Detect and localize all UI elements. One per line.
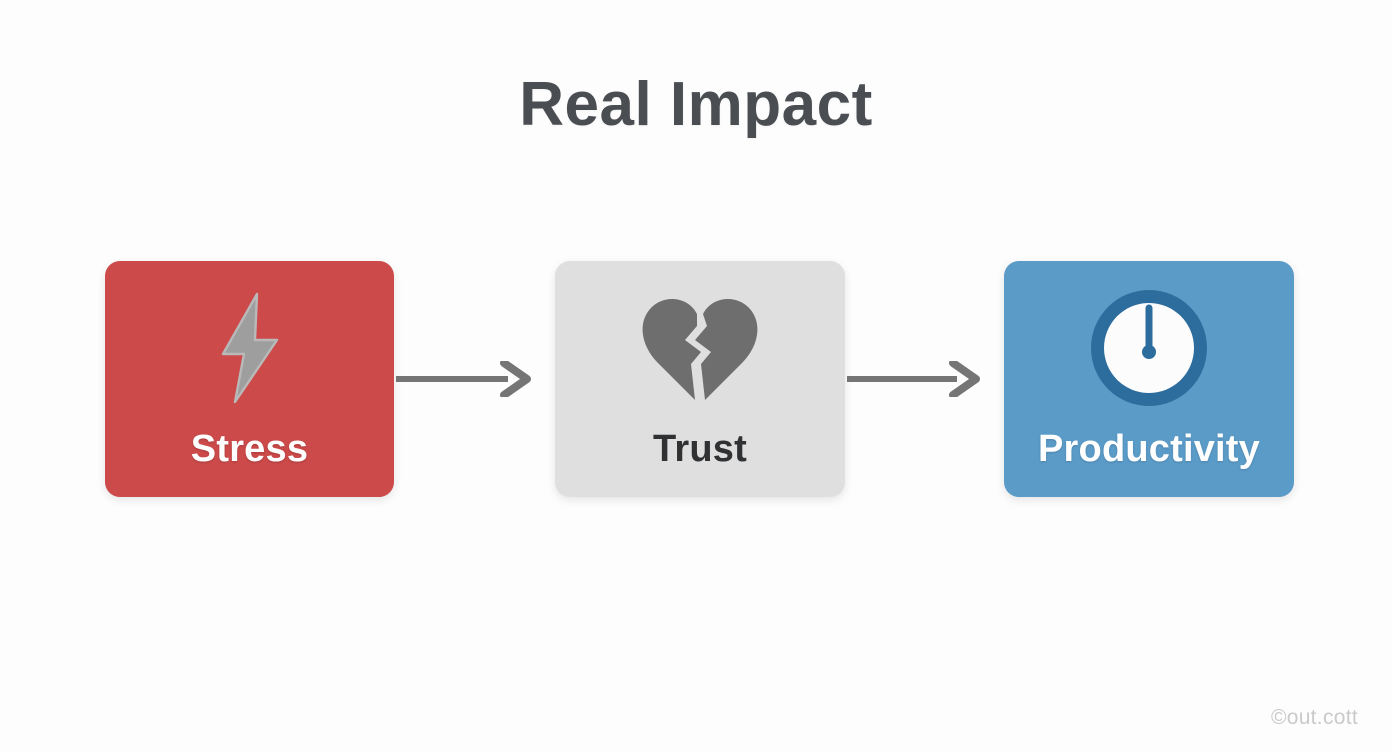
watermark: ©out.cott [1270,706,1358,729]
lightning-bolt-icon [213,292,287,404]
flow-card-stress[interactable]: Stress [105,261,394,497]
flow-card-label: Productivity [1038,428,1260,471]
flow-card-productivity[interactable]: Productivity [1004,261,1294,497]
page-title: Real Impact [519,70,873,139]
flow-arrow-right-icon [396,359,532,399]
flow-card-label: Stress [190,428,309,471]
clock-gauge-icon [1087,290,1211,406]
flow-card-label: Trust [653,428,747,471]
flow-diagram: Stress Trust [0,261,1392,497]
broken-heart-icon [639,292,761,404]
flow-arrow-right-icon [847,359,981,399]
flow-card-trust[interactable]: Trust [555,261,845,497]
